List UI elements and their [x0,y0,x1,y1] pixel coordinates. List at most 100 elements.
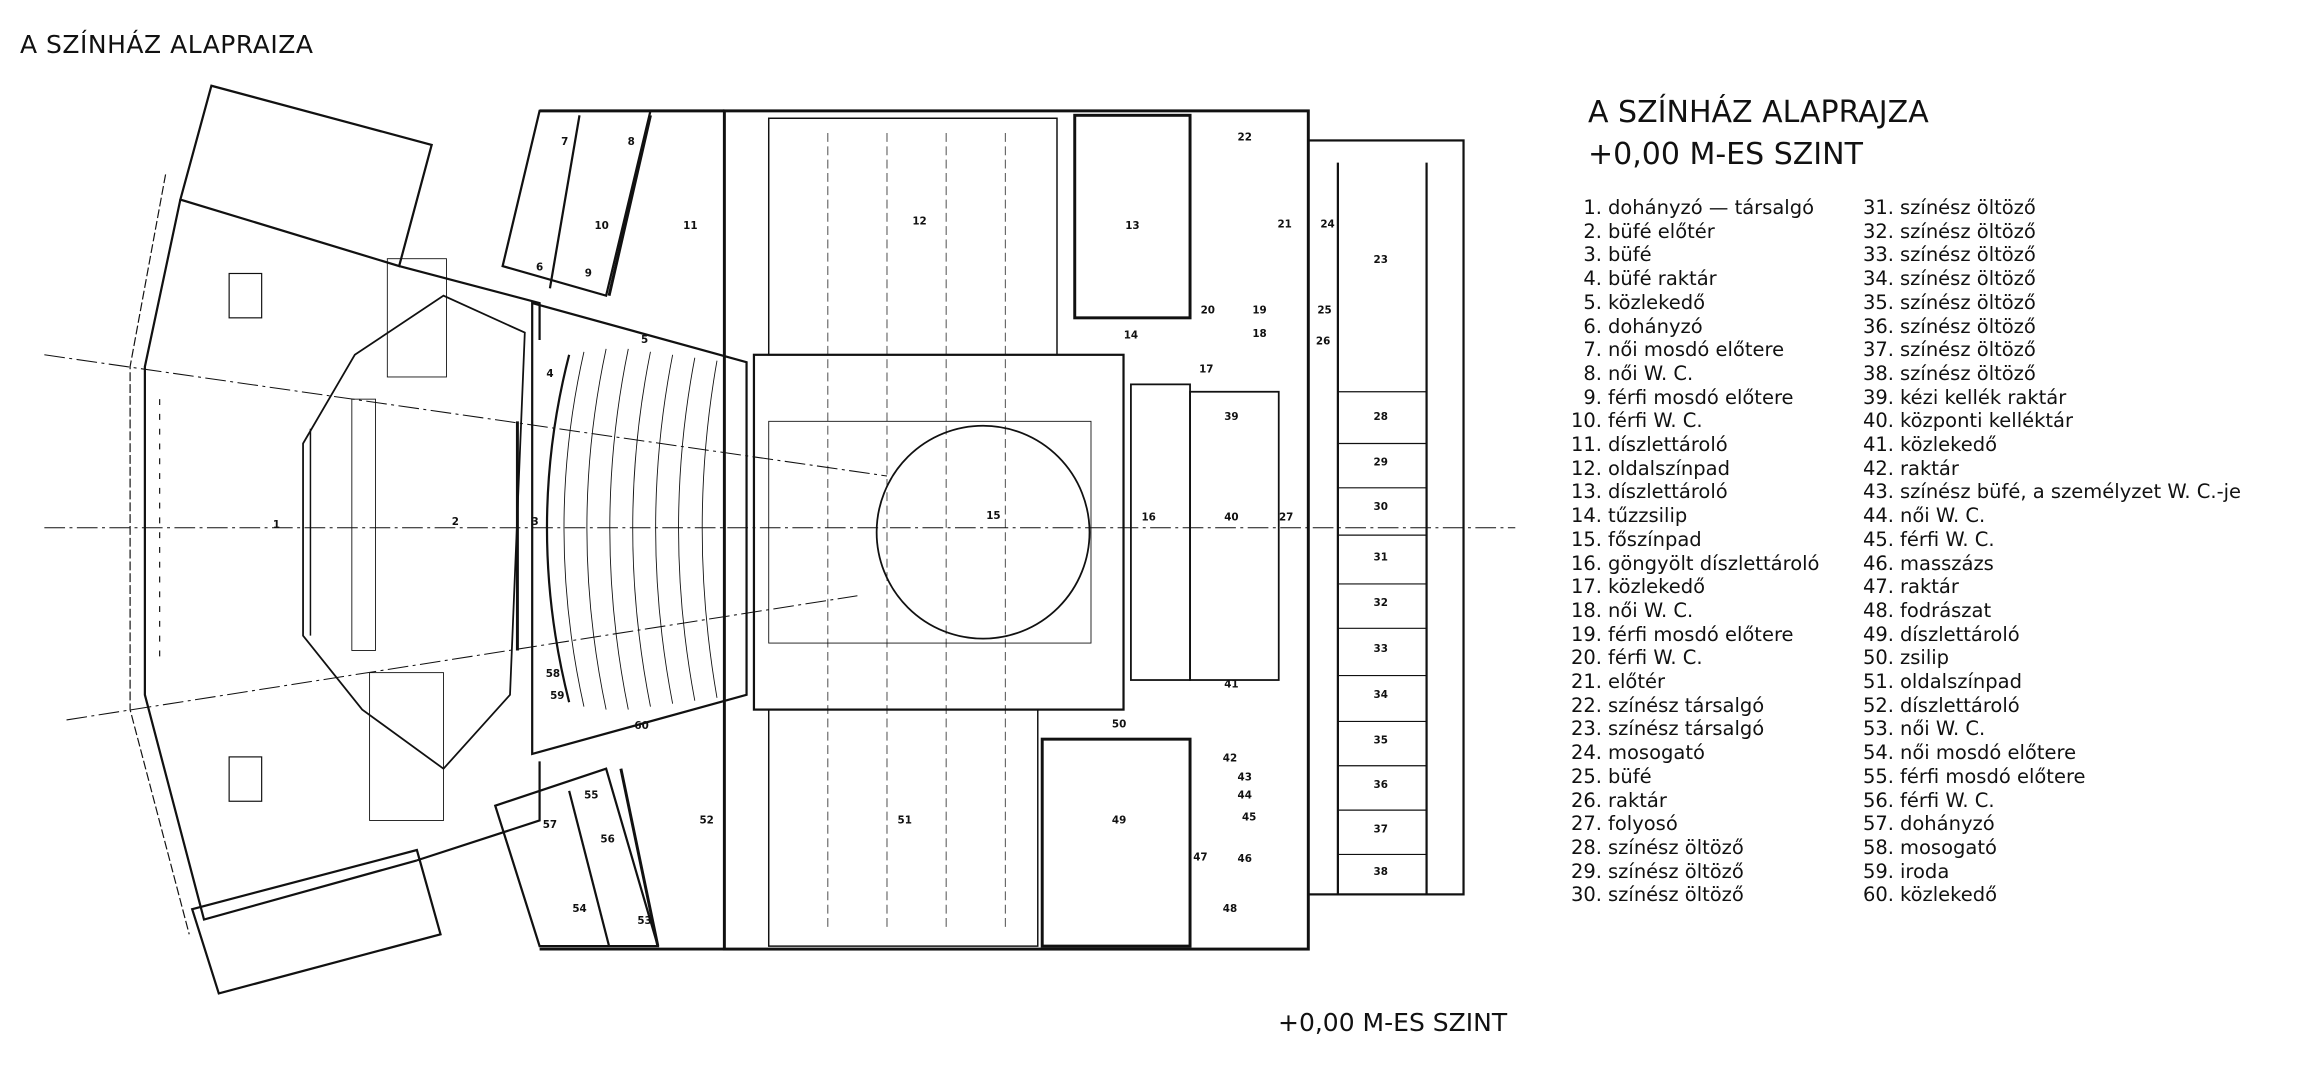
legend-item: 27.folyosó [1568,812,1820,836]
legend-item-number: 58. [1862,835,1894,859]
legend-item-label: fodrászat [1900,598,1992,622]
legend-item-number: 33. [1862,243,1894,267]
room-number: 49 [1112,814,1126,826]
legend-item-label: díszlettároló [1900,622,2020,646]
room-number: 33 [1374,643,1388,655]
legend-item-label: közlekedő [1608,575,1706,599]
room-number: 9 [585,267,592,279]
room-number: 27 [1279,511,1293,523]
legend-item-number: 21. [1570,670,1602,694]
room-number: 46 [1238,853,1252,865]
legend-item-label: színész öltöző [1900,338,2036,362]
room-number: 40 [1224,511,1238,523]
room-number: 19 [1252,304,1266,316]
legend-item-label: női mosdó előtere [1900,741,2077,765]
legend-item-label: közlekedő [1608,290,1706,314]
legend-item-label: központi kelléktár [1900,409,2074,433]
legend-item-number: 59. [1862,859,1894,883]
legend-item: 3.büfé [1568,243,1820,267]
legend-item-label: női W. C. [1608,361,1694,385]
dressing-room-wing [1307,139,1465,896]
legend-item-number: 3. [1583,243,1602,267]
legend-item-number: 37. [1862,338,1894,362]
room-number: 52 [699,814,713,826]
legend-item: 55.férfi mosdó előtere [1860,765,2241,789]
legend-item-number: 23. [1570,717,1602,741]
legend-item-number: 50. [1862,646,1894,670]
room-number: 2 [452,516,459,528]
legend-item-label: színész öltöző [1900,219,2036,243]
legend-item-number: 12. [1570,456,1602,480]
legend-item: 11.díszlettároló [1568,433,1820,457]
legend-item: 43.színész büfé, a személyzet W. C.-je [1860,480,2241,504]
legend-item: 48.fodrászat [1860,599,2241,623]
legend-item: 30.színész öltöző [1568,883,1820,907]
legend-item-number: 35. [1862,290,1894,314]
legend-item: 51.oldalszínpad [1860,670,2241,694]
legend-item: 17.közlekedő [1568,575,1820,599]
room-number: 50 [1112,718,1126,730]
room-number: 12 [912,216,926,228]
room-number: 17 [1199,364,1213,376]
legend-item-label: masszázs [1900,551,1994,575]
room-number: 57 [543,819,557,831]
legend-item-label: dohányzó [1608,314,1703,338]
room-number: 32 [1374,597,1388,609]
legend-item-number: 5. [1583,290,1602,314]
room-number: 59 [550,690,564,702]
legend-item-label: színész társalgó [1608,717,1765,741]
legend-item: 40.központi kelléktár [1860,409,2241,433]
legend-item-number: 36. [1862,314,1894,338]
legend-item-label: színész öltöző [1900,314,2036,338]
legend-item-label: büfé [1608,764,1652,788]
legend-item: 6.dohányzó [1568,315,1820,339]
legend-item-label: dohányzó — társalgó [1608,196,1815,219]
legend-item-label: férfi mosdó előtere [1608,622,1794,646]
legend-item-label: férfi W. C. [1608,646,1703,670]
room-number: 11 [683,220,697,232]
room-number: 16 [1141,511,1155,523]
legend-item-number: 20. [1570,646,1602,670]
legend-item-label: női mosdó előtere [1608,338,1785,362]
legend-item: 22.színész társalgó [1568,694,1820,718]
legend-item: 41.közlekedő [1860,433,2241,457]
axis-lines [44,354,1516,721]
legend-item-number: 25. [1570,764,1602,788]
room-number: 58 [546,668,560,680]
legend-item: 57.dohányzó [1860,812,2241,836]
legend-item-number: 57. [1862,812,1894,836]
legend-item: 16.göngyölt díszlettároló [1568,552,1820,576]
legend-item-number: 1. [1583,196,1602,219]
legend-item-label: színész öltöző [1900,290,2036,314]
legend-item: 10.férfi W. C. [1568,409,1820,433]
legend-item-number: 16. [1570,551,1602,575]
legend-item-label: folyosó [1608,812,1678,836]
legend-item-number: 8. [1583,361,1602,385]
legend-item-number: 31. [1862,196,1894,219]
legend-item: 9.férfi mosdó előtere [1568,386,1820,410]
legend-item-label: előtér [1608,670,1666,694]
legend-item: 4.büfé raktár [1568,267,1820,291]
room-number: 4 [546,368,553,380]
legend-item-number: 15. [1570,527,1602,551]
room-number: 30 [1374,501,1388,513]
legend-item-label: raktár [1900,575,1959,599]
legend-item: 29.színész öltöző [1568,860,1820,884]
legend-item-number: 10. [1570,409,1602,433]
legend-item: 26.raktár [1568,789,1820,813]
legend-item: 15.főszínpad [1568,528,1820,552]
room-number: 51 [898,814,912,826]
room-number: 53 [637,915,651,927]
legend-item-number: 53. [1862,717,1894,741]
legend-item-label: dohányzó [1900,812,1995,836]
legend-item-number: 40. [1862,409,1894,433]
legend-item: 34.színész öltöző [1860,267,2241,291]
legend-item: 18.női W. C. [1568,599,1820,623]
legend-item-label: iroda [1900,859,1950,883]
room-number: 3 [532,516,539,528]
legend-item-number: 24. [1570,741,1602,765]
room-number: 29 [1374,457,1388,469]
legend-item-label: főszínpad [1608,527,1702,551]
room-number: 35 [1374,735,1388,747]
legend-item-label: színész öltöző [1900,361,2036,385]
